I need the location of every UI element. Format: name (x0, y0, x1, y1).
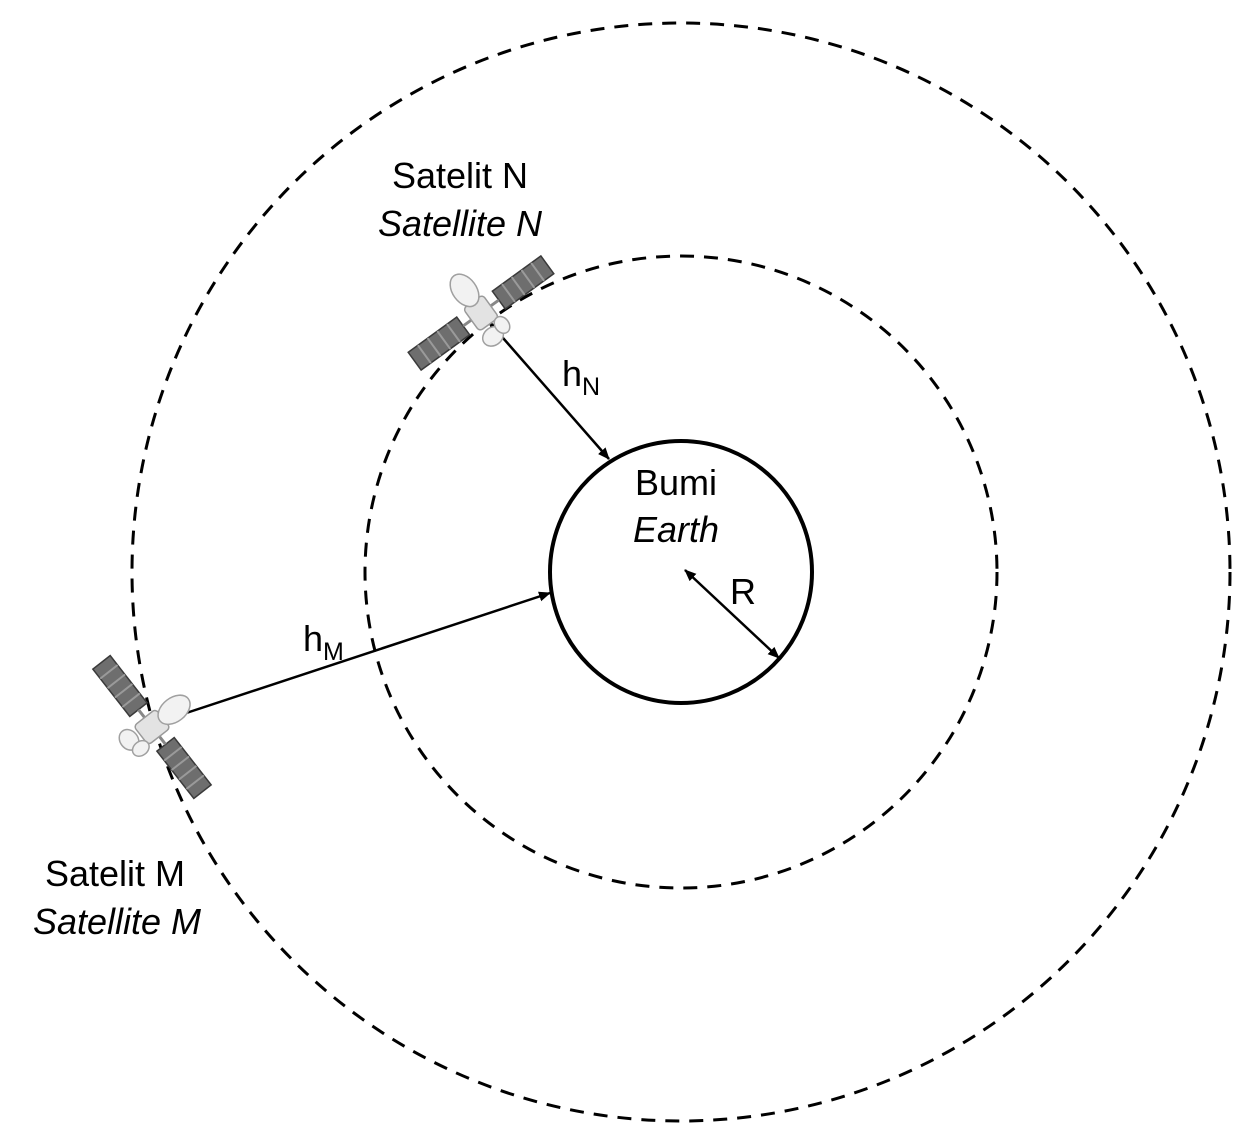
satellite-m-label: Satelit M (45, 853, 185, 894)
height-m-label: hM (303, 618, 344, 666)
satellite-icon (386, 226, 570, 392)
height-n-arrow (488, 321, 610, 460)
earth-label: Bumi (635, 462, 717, 503)
earth-label-en: Earth (633, 509, 719, 550)
satellite-icon (72, 632, 241, 815)
height-n-label: hN (562, 353, 600, 401)
inner-orbit (363, 254, 999, 890)
satellite-n-label: Satelit N (392, 155, 528, 196)
radius-label: R (730, 571, 756, 612)
radius-arrow (684, 569, 780, 659)
outer-orbit (130, 21, 1232, 1123)
satellite-m-label-en: Satellite M (33, 901, 201, 942)
satellite-n-label-en: Satellite N (378, 203, 543, 244)
height-m-arrow (161, 591, 551, 723)
